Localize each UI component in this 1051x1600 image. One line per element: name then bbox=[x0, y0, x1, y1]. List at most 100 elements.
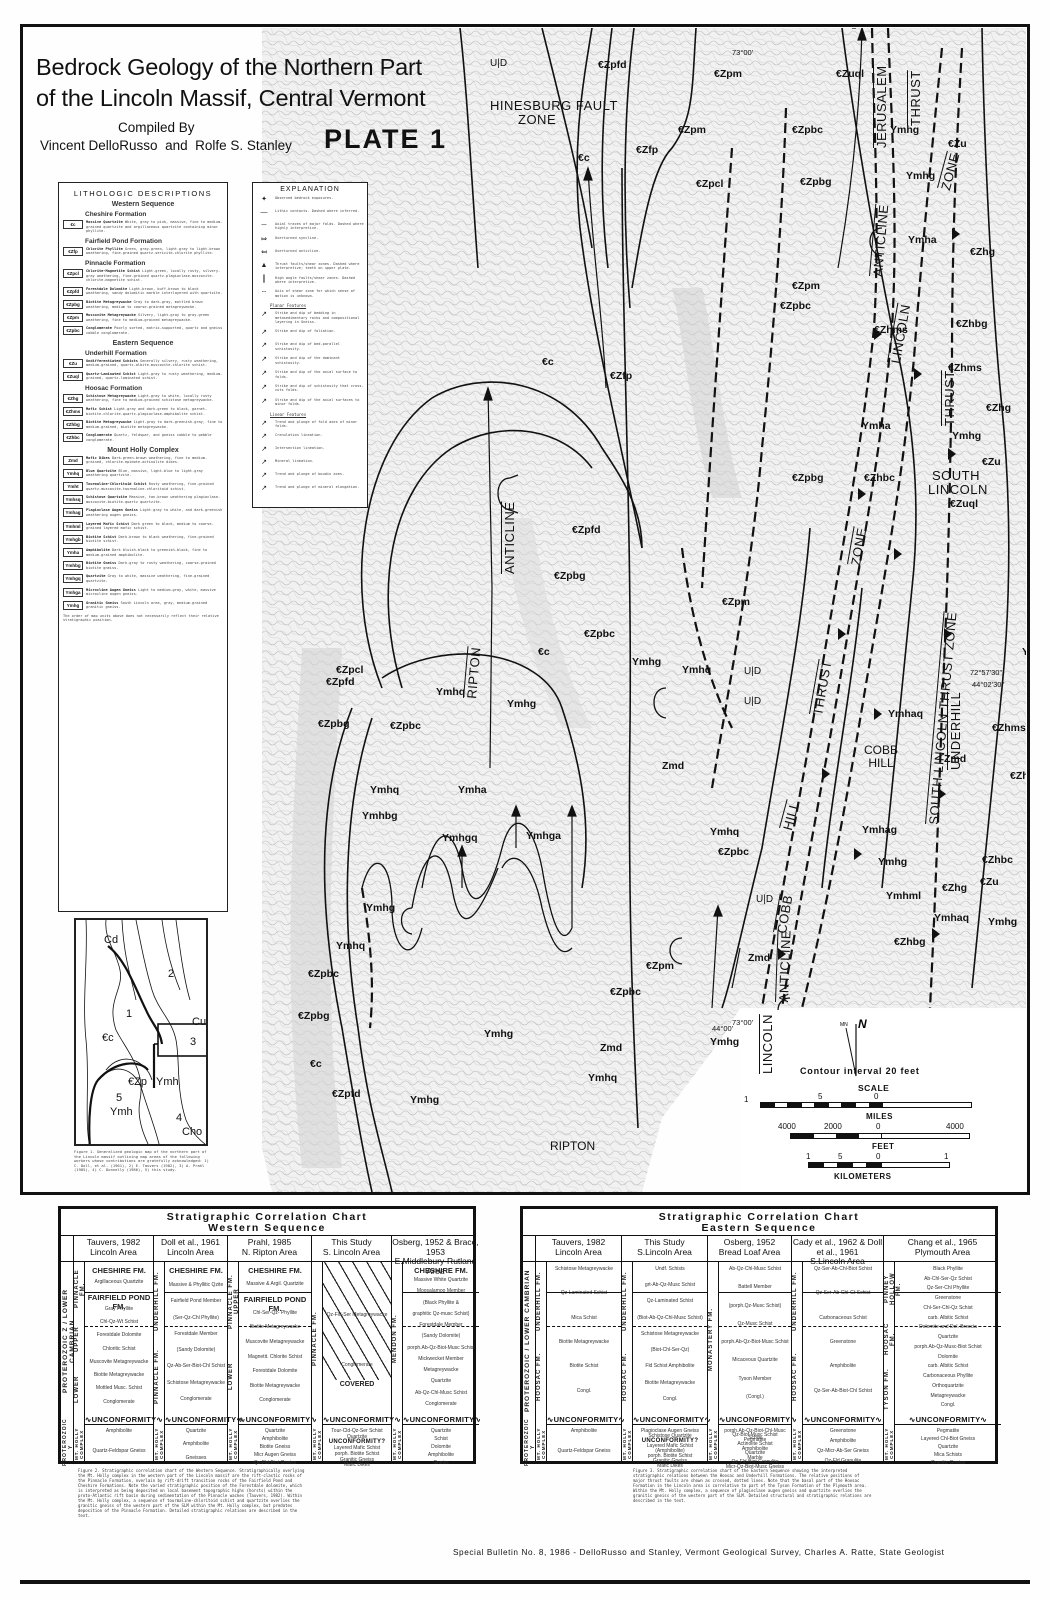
formation-label[interactable]: €Zpfd bbox=[332, 1088, 361, 1100]
formation-label[interactable]: €Zpbc bbox=[308, 968, 339, 980]
formation-label[interactable]: €Zhg bbox=[970, 246, 996, 258]
lithology-cell: porph.Ab-Qz-Biot-Musc Schist bbox=[721, 1339, 789, 1345]
unconformity-boundary bbox=[85, 1424, 153, 1425]
formation-label[interactable]: €c bbox=[578, 152, 590, 164]
formation-label[interactable]: €Zpbg bbox=[554, 570, 586, 582]
legend-item-text: Crenulation lineation. bbox=[275, 433, 323, 438]
formation-label[interactable]: Ymhg bbox=[710, 1036, 740, 1048]
formation-label[interactable]: €Zpbc bbox=[792, 124, 823, 136]
formation-label[interactable]: Ymht bbox=[1022, 646, 1026, 658]
formation-label[interactable]: Ymhg bbox=[632, 656, 662, 668]
formation-label[interactable]: €Zpcl bbox=[336, 664, 364, 676]
formation-label[interactable]: €Zpm bbox=[792, 280, 821, 292]
formation-label[interactable]: €Zpm bbox=[646, 960, 675, 972]
formation-label[interactable]: €Zu bbox=[980, 876, 999, 888]
formation-label[interactable]: Zmd bbox=[944, 753, 967, 765]
formation-label[interactable]: €Zpbg bbox=[298, 1010, 330, 1022]
formation-label[interactable]: €Zpbc bbox=[718, 846, 749, 858]
legend-item-text: Strike and dip of bedding in metasedimen… bbox=[275, 311, 360, 325]
formation-label[interactable]: €Zpbg bbox=[318, 718, 350, 730]
feet-scale-bar bbox=[790, 1133, 970, 1139]
km-tick-5: 5 bbox=[838, 1152, 843, 1161]
formation-label[interactable]: €Zpbc bbox=[780, 300, 811, 312]
formation-label[interactable]: €Zpcl bbox=[696, 178, 724, 190]
formation-label[interactable]: €Zhg bbox=[986, 402, 1012, 414]
formation-label[interactable]: €Zpfd bbox=[572, 524, 601, 536]
formation-label[interactable]: Ymhg bbox=[366, 902, 396, 914]
title-line-2: of the Lincoln Massif, Central Vermont bbox=[36, 85, 426, 111]
formation-label[interactable]: €c bbox=[542, 356, 554, 368]
formation-label[interactable]: €Zfp bbox=[610, 370, 633, 382]
formation-label[interactable]: Ymhq bbox=[710, 826, 740, 838]
formation-label[interactable]: Ymhg bbox=[507, 698, 537, 710]
formation-label[interactable]: Ymhq bbox=[436, 686, 466, 698]
formation-label[interactable]: €Zpfd bbox=[326, 676, 355, 688]
formation-label[interactable]: Zmd bbox=[748, 952, 771, 964]
formation-label[interactable]: €Zpbg bbox=[800, 176, 832, 188]
formation-label[interactable]: €Zhms bbox=[874, 324, 908, 336]
formation-label[interactable]: €Zhg bbox=[942, 882, 968, 894]
formation-label[interactable]: Ymhg bbox=[878, 856, 908, 868]
lithology-cell: porph.Ab-Qz-Musc-Biot Schist bbox=[914, 1343, 982, 1350]
formation-label[interactable]: Zmd bbox=[600, 1042, 623, 1054]
formation-label[interactable]: €Zhms bbox=[948, 362, 982, 374]
formation-label[interactable]: €Zuql bbox=[836, 68, 864, 80]
unit-boundary bbox=[403, 1292, 479, 1293]
formation-label[interactable]: Ymhg bbox=[988, 916, 1018, 928]
formation-vertical-label: HOOSAC FM. bbox=[622, 1352, 628, 1401]
formation-label[interactable]: €Zfp bbox=[636, 144, 659, 156]
formation-label[interactable]: Ymhg bbox=[952, 430, 982, 442]
formation-label[interactable]: Ymhbg bbox=[362, 810, 398, 822]
formation-label[interactable]: Ymhgq bbox=[442, 832, 478, 844]
formation-label[interactable]: €Zhms bbox=[992, 722, 1026, 734]
formation-label[interactable]: Ymha bbox=[458, 784, 487, 796]
formation-label[interactable]: Ymha bbox=[862, 420, 891, 432]
lithology-cell: Fairfield Pond Member bbox=[170, 1298, 222, 1305]
column-area: N. Ripton Area bbox=[241, 1246, 298, 1257]
formation-label[interactable]: Ymhg bbox=[890, 124, 920, 136]
formation-name: COVERED bbox=[323, 1380, 391, 1389]
formation-label[interactable]: Ymhg bbox=[410, 1094, 440, 1106]
formation-label[interactable]: Ymhg bbox=[906, 170, 936, 182]
formation-label[interactable]: Ymhaq bbox=[934, 912, 970, 924]
formation-label[interactable]: €Zpbc bbox=[610, 986, 641, 998]
formation-label[interactable]: Ymhq bbox=[588, 1072, 618, 1084]
lithology-cell: Tour-Cld-Qz-Ser Schist bbox=[331, 1428, 383, 1434]
fault-offset-symbol: U|D bbox=[744, 696, 762, 707]
formation-label[interactable]: Ymhaq bbox=[888, 708, 924, 720]
unit-description: Blue Quartzite Blue, massive, light-blue… bbox=[86, 468, 203, 478]
formation-label[interactable]: Ymhga bbox=[526, 830, 562, 842]
unit-symbol-box: Ymhga bbox=[63, 587, 83, 597]
formation-label[interactable]: Ymha bbox=[908, 234, 937, 246]
formation-label[interactable]: €c bbox=[310, 1058, 322, 1070]
formation-label[interactable]: Zmd bbox=[662, 760, 685, 772]
formation-label[interactable]: Ymhq bbox=[336, 940, 366, 952]
formation-label[interactable]: Ymhq bbox=[682, 664, 712, 676]
formation-label[interactable]: €Zhbg bbox=[956, 318, 988, 330]
index-map-label: Cu bbox=[192, 1016, 207, 1028]
lithology-cell: Conglomerate bbox=[259, 1397, 291, 1404]
formation-label[interactable]: €Zpbg bbox=[792, 472, 824, 484]
formation-label[interactable]: Ymhml bbox=[886, 890, 922, 902]
formation-label[interactable]: €Zpbc bbox=[584, 628, 615, 640]
explanation-panel: EXPLANATION ✦Observed bedrock exposures.… bbox=[252, 182, 368, 508]
formation-label[interactable]: €Zpbc bbox=[390, 720, 421, 732]
formation-label[interactable]: Ymhag bbox=[862, 824, 898, 836]
formation-label[interactable]: €Zpm bbox=[722, 596, 751, 608]
svg-text:N: N bbox=[858, 1018, 867, 1031]
formation-label[interactable]: €Zu bbox=[982, 456, 1001, 468]
formation-label[interactable]: €Zhbg bbox=[894, 936, 926, 948]
formation-label[interactable]: €Zu bbox=[948, 138, 967, 150]
formation-label[interactable]: Ymhq bbox=[370, 784, 400, 796]
formation-label[interactable]: €Zpm bbox=[714, 68, 743, 80]
formation-label[interactable]: €c bbox=[538, 646, 550, 658]
formation-label[interactable]: €Zhbc bbox=[982, 854, 1013, 866]
formation-label[interactable]: €Zpm bbox=[678, 124, 707, 136]
formation-label[interactable]: Ymhg bbox=[484, 1028, 514, 1040]
formation-label[interactable]: €Zuql bbox=[950, 498, 978, 510]
formation-label[interactable]: €Zhg bbox=[1010, 770, 1026, 782]
formation-label[interactable]: €Zhbc bbox=[864, 472, 895, 484]
formation-label[interactable]: €Zpfd bbox=[598, 59, 627, 71]
